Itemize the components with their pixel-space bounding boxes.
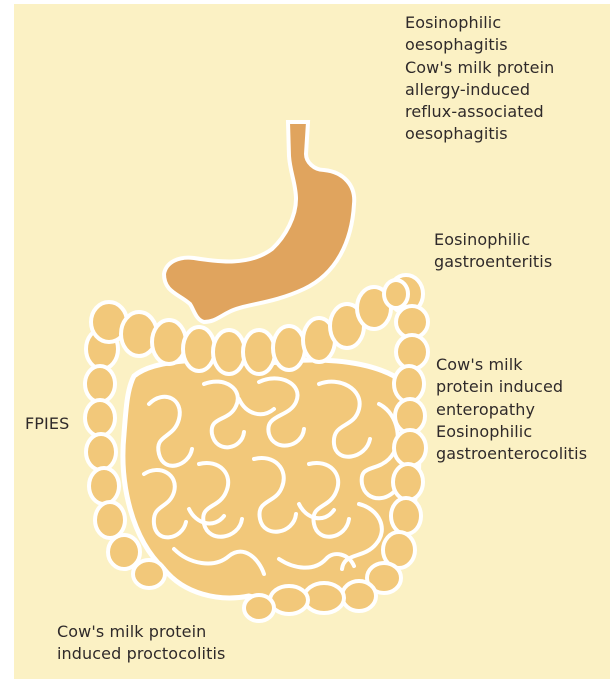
stomach (164, 122, 354, 322)
stomach-disease-label: Eosinophilic gastroenteritis (434, 229, 552, 274)
oesophagus-disease-label: Eosinophilic oesophagitis Cow's milk pro… (405, 12, 554, 146)
rectum-disease-label: Cow's milk protein induced proctocolitis (57, 621, 225, 666)
fpies-label: FPIES (25, 413, 69, 435)
small-intestine-disease-label: Cow's milk protein induced enteropathy E… (436, 354, 587, 465)
diagram-canvas: Eosinophilic oesophagitis Cow's milk pro… (14, 4, 610, 679)
